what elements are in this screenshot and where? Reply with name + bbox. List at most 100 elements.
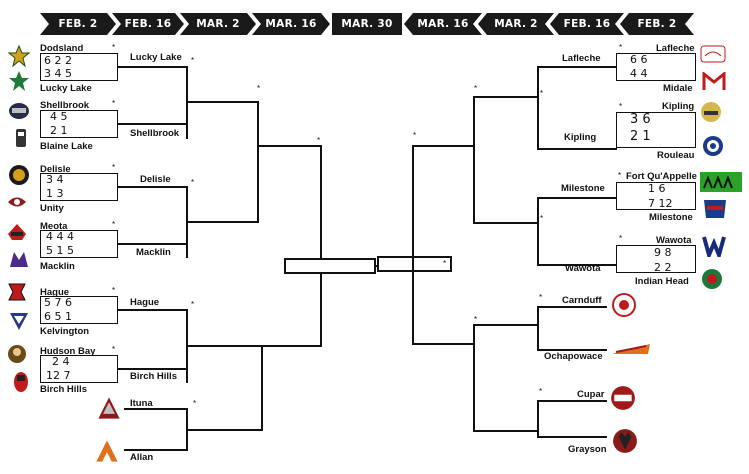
team-name: Macklin [136,247,171,258]
winner-star: * [619,43,623,52]
bracket-line [537,400,607,402]
score: 6 5 1 [44,310,72,323]
bracket-line [537,306,539,351]
lafleche-logo-icon [700,45,726,63]
bracket-line [473,96,475,223]
score-box [40,110,118,138]
team-name: Shellbrook [130,128,180,139]
header-feb16-left: FEB. 16 [112,13,184,35]
score-box [40,355,118,383]
bracket-line [124,408,188,410]
winner-star: * [618,171,622,180]
bracket-line [261,345,321,347]
bracket-line [124,449,188,451]
score-box [616,53,696,81]
score: 3 4 [46,173,64,186]
team-name: Birch Hills [40,384,87,395]
score: 2 4 [52,355,70,368]
team-name: Lafleche [562,53,601,64]
bracket-line [186,345,263,347]
milestone-logo-icon [704,200,726,218]
shellbrook-logo-icon [9,103,29,119]
header-mar16-left: MAR. 16 [252,13,330,35]
winner-star: * [191,56,195,65]
bracket-line [537,349,607,351]
bracket-line [257,145,321,147]
score: 4 4 4 [46,230,74,243]
midale-logo-icon [702,72,726,90]
team-name: Kipling [662,101,695,112]
winner-star: * [112,220,116,229]
team-name: Birch Hills [130,371,177,382]
bracket-line [257,101,259,223]
carnduff-logo-icon [612,293,636,317]
kipling-logo-icon [701,102,721,122]
winner-star: * [539,293,543,302]
team-name: Shellbrook [40,100,90,111]
bracket-line [537,264,617,266]
team-name: Indian Head [635,276,689,287]
blaine-lake-logo-icon [16,129,26,147]
bracket-line [473,222,539,224]
rouleau-logo-icon [703,136,723,156]
team-name: Allan [130,452,154,463]
bracket-line [537,66,539,150]
bracket-line [537,197,539,266]
allan-logo-icon [96,440,118,462]
team-name: Lucky Lake [40,83,92,94]
score: 2 1 [630,129,651,144]
winner-star: * [443,259,447,268]
score: 9 8 [654,246,672,259]
team-name: Milestone [561,183,605,194]
score: 6 2 2 [44,54,72,67]
winner-star: * [191,300,195,309]
winner-star: * [112,43,116,52]
team-name: Carnduff [562,295,602,306]
score: 1 3 [46,187,64,200]
winner-star: * [413,131,417,140]
bracket-line [473,96,537,98]
bracket-line [117,66,186,68]
team-name: Unity [40,203,64,214]
score: 1 6 [648,182,666,195]
final-slot-left [284,258,376,274]
winner-star: * [112,99,116,108]
fort-quappelle-logo-icon [700,172,742,192]
team-name: Kipling [564,132,597,143]
score: 7 12 [648,197,673,210]
team-name: Meota [40,221,68,232]
ituna-logo-icon [98,397,120,419]
winner-star: * [191,178,195,187]
team-name: Hudson Bay [40,346,96,357]
bracket-line [186,101,258,103]
dodsland-logo-icon [8,45,30,67]
winner-star: * [540,89,544,98]
bracket-line [537,197,617,199]
header-mar30: MAR. 30 [332,13,402,35]
grayson-logo-icon [613,429,637,453]
bracket-line [537,400,539,438]
bracket-line [117,309,186,311]
team-name: Macklin [40,261,75,272]
bracket-line [473,324,475,431]
score-box [40,173,118,201]
macklin-logo-icon [10,252,28,267]
bracket-line [537,306,607,308]
bracket-line [117,368,186,370]
winner-star: * [317,136,321,145]
team-name: Midale [663,83,693,94]
meota-logo-icon [8,224,26,240]
team-name: Wawota [565,263,601,274]
score: 3 6 [630,112,651,127]
bracket-line [117,243,186,245]
team-name: Dodsland [40,43,84,54]
bracket-line [473,324,539,326]
winner-star: * [112,286,116,295]
score: 3 4 5 [44,67,72,80]
bracket-line [537,436,607,438]
score: 12 7 [46,369,71,382]
score-box [40,230,118,258]
delisle-logo-icon [9,165,29,185]
team-name: Hague [40,287,70,298]
winner-star: * [619,234,623,243]
